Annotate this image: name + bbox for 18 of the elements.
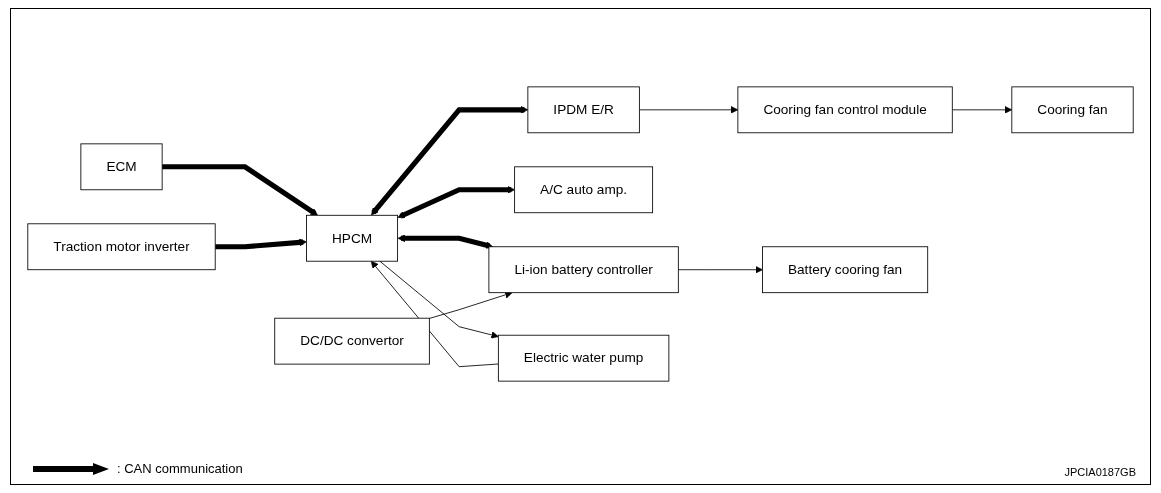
legend-text: : CAN communication bbox=[117, 461, 243, 476]
arrow bbox=[215, 238, 307, 250]
arrow bbox=[162, 164, 318, 216]
node-box: Cooring fan bbox=[1011, 86, 1134, 134]
arrow bbox=[371, 106, 529, 216]
node-box: A/C auto amp. bbox=[514, 166, 654, 214]
drawing-code: JPCIA0187GB bbox=[1064, 466, 1136, 478]
node-box: Traction motor inverter bbox=[27, 223, 216, 271]
node-box: HPCM bbox=[306, 214, 398, 262]
arrow bbox=[397, 186, 515, 219]
arrow bbox=[397, 234, 494, 249]
node-box: DC/DC convertor bbox=[274, 317, 430, 365]
node-box: Battery cooring fan bbox=[762, 246, 929, 294]
node-box: IPDM E/R bbox=[527, 86, 640, 134]
node-box: Cooring fan control module bbox=[737, 86, 953, 134]
node-box: Li-ion battery controller bbox=[488, 246, 679, 294]
node-box: Electric water pump bbox=[497, 334, 670, 382]
node-box: ECM bbox=[80, 143, 163, 191]
